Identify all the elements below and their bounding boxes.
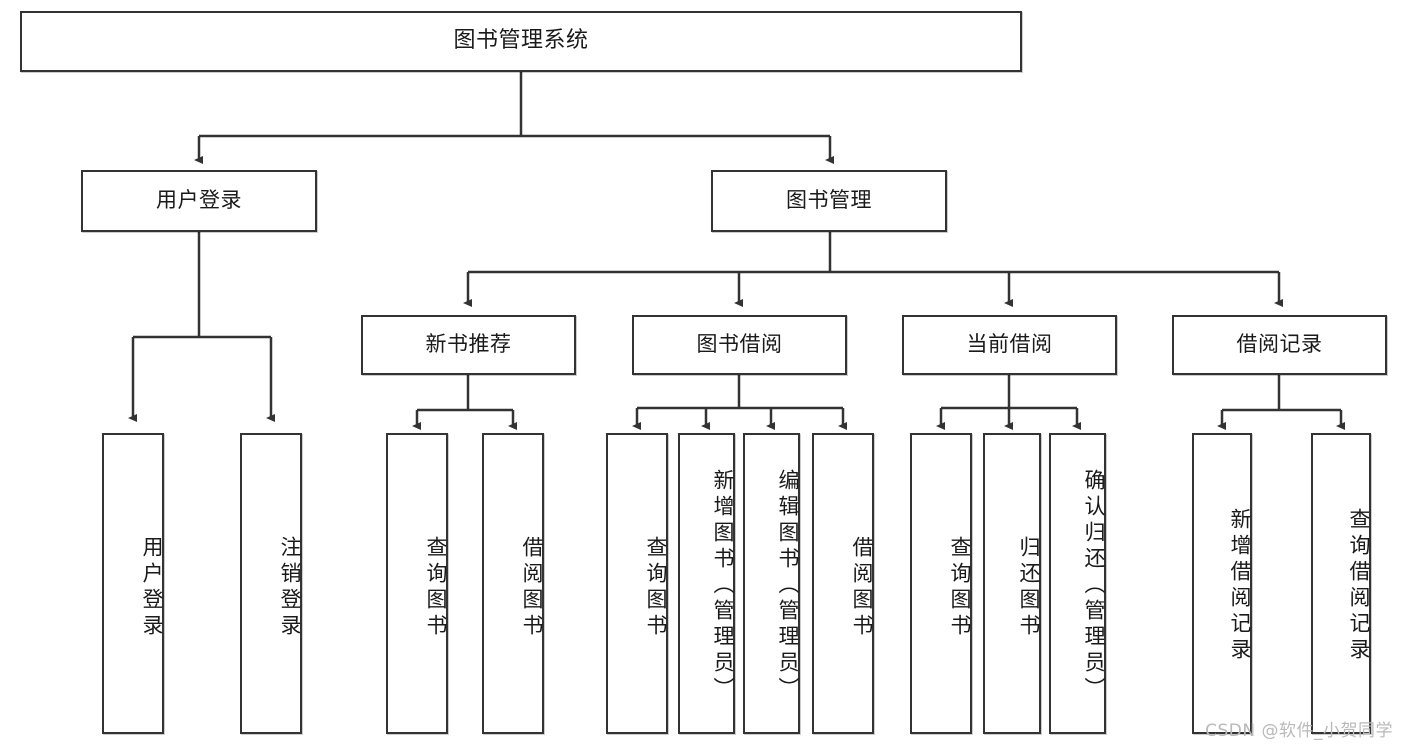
node-root[interactable]: 图书管理系统 bbox=[20, 11, 1022, 72]
leaf-query-book-recommend[interactable]: 查询图书 bbox=[386, 433, 448, 734]
leaf-add-borrow-record[interactable]: 新增借阅记录 bbox=[1192, 433, 1252, 734]
leaf-confirm-return-admin[interactable]: 确认归还（管理员） bbox=[1049, 433, 1106, 734]
leaf-add-book-admin[interactable]: 新增图书（管理员） bbox=[678, 433, 735, 734]
node-borrow-records[interactable]: 借阅记录 bbox=[1172, 315, 1387, 375]
node-user-login[interactable]: 用户登录 bbox=[81, 170, 317, 232]
node-current-borrow[interactable]: 当前借阅 bbox=[902, 315, 1117, 375]
leaf-user-login[interactable]: 用户登录 bbox=[102, 433, 164, 734]
leaf-return-book[interactable]: 归还图书 bbox=[983, 433, 1041, 734]
leaf-borrow-book-recommend[interactable]: 借阅图书 bbox=[482, 433, 544, 734]
leaf-borrow-book[interactable]: 借阅图书 bbox=[812, 433, 874, 734]
node-book-management[interactable]: 图书管理 bbox=[711, 170, 947, 232]
leaf-edit-book-admin[interactable]: 编辑图书（管理员） bbox=[743, 433, 800, 734]
leaf-logout[interactable]: 注销登录 bbox=[240, 433, 302, 734]
leaf-query-book-borrow[interactable]: 查询图书 bbox=[606, 433, 668, 734]
leaf-query-borrow-record[interactable]: 查询借阅记录 bbox=[1311, 433, 1371, 734]
leaf-query-book-current[interactable]: 查询图书 bbox=[910, 433, 972, 734]
csdn-watermark: CSDN @软件_小贺同学 bbox=[1205, 721, 1393, 741]
node-book-borrow[interactable]: 图书借阅 bbox=[632, 315, 847, 375]
node-new-book-recommend[interactable]: 新书推荐 bbox=[361, 315, 576, 375]
